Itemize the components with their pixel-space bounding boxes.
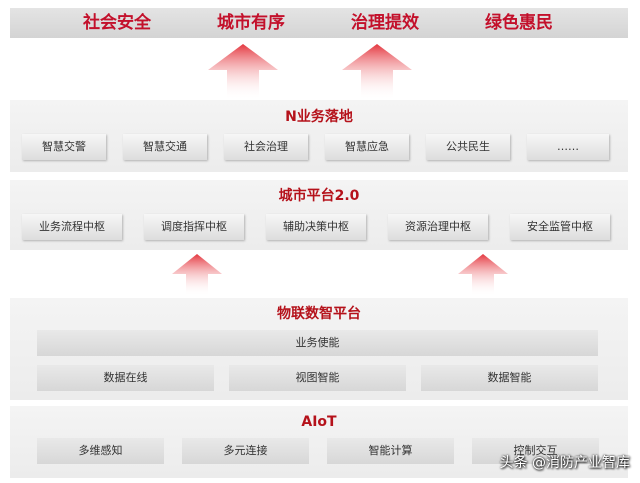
aiot-item: 控制交互 [472, 438, 599, 464]
goal-governance-efficiency: 治理提效 [351, 13, 419, 33]
iot-platform-item: 数据在线 [37, 365, 214, 391]
aiot-item: 多维感知 [37, 438, 164, 464]
aiot-item: 多元连接 [182, 438, 309, 464]
business-item: 智慧交通 [123, 134, 207, 160]
aiot-item: 智能计算 [327, 438, 454, 464]
business-item: 智慧交警 [22, 134, 106, 160]
business-item: 公共民生 [426, 134, 510, 160]
business-layer-title: N业务落地 [285, 109, 353, 125]
goal-social-security: 社会安全 [83, 13, 151, 33]
goal-city-order: 城市有序 [217, 13, 285, 33]
iot-platform-item: 数据智能 [421, 365, 598, 391]
city-platform-item: 辅助决策中枢 [266, 214, 366, 240]
aiot-layer-title: AIoT [301, 414, 337, 430]
iot-platform-layer-title: 物联数智平台 [277, 306, 361, 322]
up-arrow-icon [342, 44, 412, 100]
city-platform-layer-title: 城市平台2.0 [278, 188, 360, 204]
iot-platform-item: 视图智能 [229, 365, 406, 391]
city-platform-item: 安全监管中枢 [510, 214, 610, 240]
business-layer [10, 100, 628, 172]
business-item: …… [527, 134, 609, 160]
business-enablement-bar: 业务使能 [37, 330, 598, 356]
business-item: 社会治理 [224, 134, 308, 160]
up-arrow-icon [172, 254, 222, 296]
goal-green-benefit: 绿色惠民 [485, 13, 553, 33]
city-platform-item: 业务流程中枢 [22, 214, 122, 240]
up-arrow-icon [458, 254, 508, 296]
business-item: 智慧应急 [325, 134, 409, 160]
watermark: 头条 @消防产业智库 [499, 455, 630, 471]
city-platform-item: 资源治理中枢 [388, 214, 488, 240]
goals-bar [10, 8, 628, 38]
up-arrow-icon [208, 44, 278, 100]
city-platform-item: 调度指挥中枢 [144, 214, 244, 240]
